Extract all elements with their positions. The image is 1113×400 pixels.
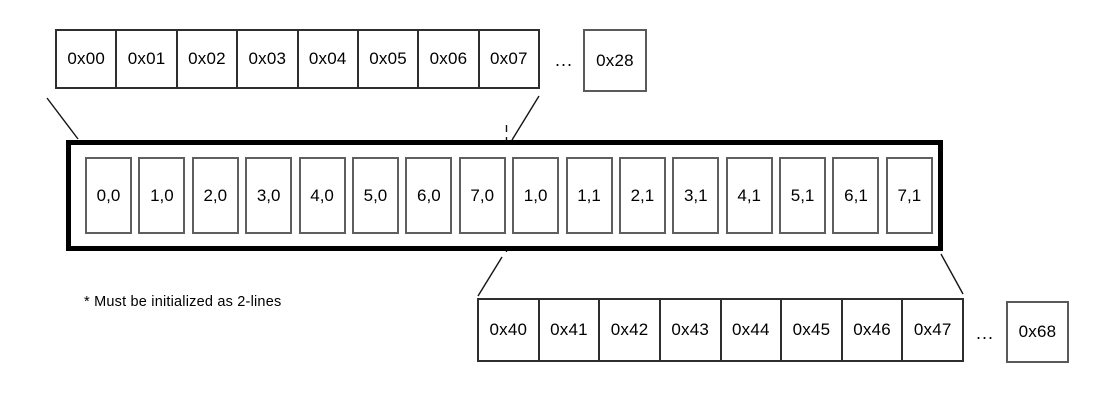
ellipsis-bottom: ... bbox=[975, 323, 994, 343]
ellipsis-top: ... bbox=[554, 50, 573, 70]
cache-line-cell: 4,1 bbox=[725, 157, 773, 234]
address-cell: 0x03 bbox=[238, 31, 299, 87]
cache-line-cell: 4,0 bbox=[298, 157, 346, 234]
cache-line-cell: 2,0 bbox=[191, 157, 239, 234]
address-cell: 0x40 bbox=[479, 300, 540, 360]
cache-line-container: 0,0 1,0 2,0 3,0 4,0 5,0 6,0 7,0 1,0 1,1 … bbox=[66, 140, 943, 251]
address-row-bottom: 0x40 0x41 0x42 0x43 0x44 0x45 0x46 0x47 bbox=[477, 298, 964, 362]
address-row-top: 0x00 0x01 0x02 0x03 0x04 0x05 0x06 0x07 bbox=[55, 29, 540, 89]
cache-line-cell: 2,1 bbox=[618, 157, 666, 234]
address-end-cell-bottom: 0x68 bbox=[1006, 301, 1069, 363]
address-cell: 0x45 bbox=[782, 300, 843, 360]
footnote-text: * Must be initialized as 2-lines bbox=[84, 294, 282, 310]
cache-line-cell: 6,1 bbox=[832, 157, 880, 234]
cache-line-cell: 5,1 bbox=[779, 157, 827, 234]
address-cell: 0x43 bbox=[661, 300, 722, 360]
connector-line-bottom-left bbox=[477, 256, 503, 297]
address-cell: 0x04 bbox=[299, 31, 359, 87]
cache-line-cell: 5,0 bbox=[351, 157, 399, 234]
address-cell: 0x42 bbox=[600, 300, 661, 360]
address-cell: 0x41 bbox=[540, 300, 601, 360]
connector-line-bottom-right bbox=[940, 253, 964, 295]
cache-line-cell: 7,0 bbox=[458, 157, 506, 234]
cache-line-cell: 1,1 bbox=[565, 157, 613, 234]
address-cell: 0x00 bbox=[57, 31, 118, 87]
cache-line-cell: 0,0 bbox=[85, 157, 132, 234]
address-cell: 0x01 bbox=[117, 31, 178, 87]
address-cell: 0x47 bbox=[913, 320, 952, 339]
cache-line-cell: 3,1 bbox=[672, 157, 720, 234]
address-cell: 0x46 bbox=[843, 300, 904, 360]
connector-line-top-right bbox=[511, 95, 540, 141]
cache-line-cell: 7,1 bbox=[885, 157, 933, 234]
cache-line-cell: 3,0 bbox=[245, 157, 293, 234]
cache-line-cell: 1,0 bbox=[138, 157, 186, 234]
connector-line-top-left bbox=[46, 97, 79, 140]
cache-line-cell: 6,0 bbox=[405, 157, 453, 234]
address-cell: 0x44 bbox=[722, 300, 783, 360]
address-end-cell-top: 0x28 bbox=[583, 29, 647, 92]
address-cell: 0x05 bbox=[359, 31, 420, 87]
address-cell: 0x07 bbox=[489, 49, 528, 68]
address-cell: 0x06 bbox=[419, 31, 480, 87]
cache-line-cell: 1,0 bbox=[512, 157, 560, 234]
address-cell: 0x02 bbox=[178, 31, 239, 87]
